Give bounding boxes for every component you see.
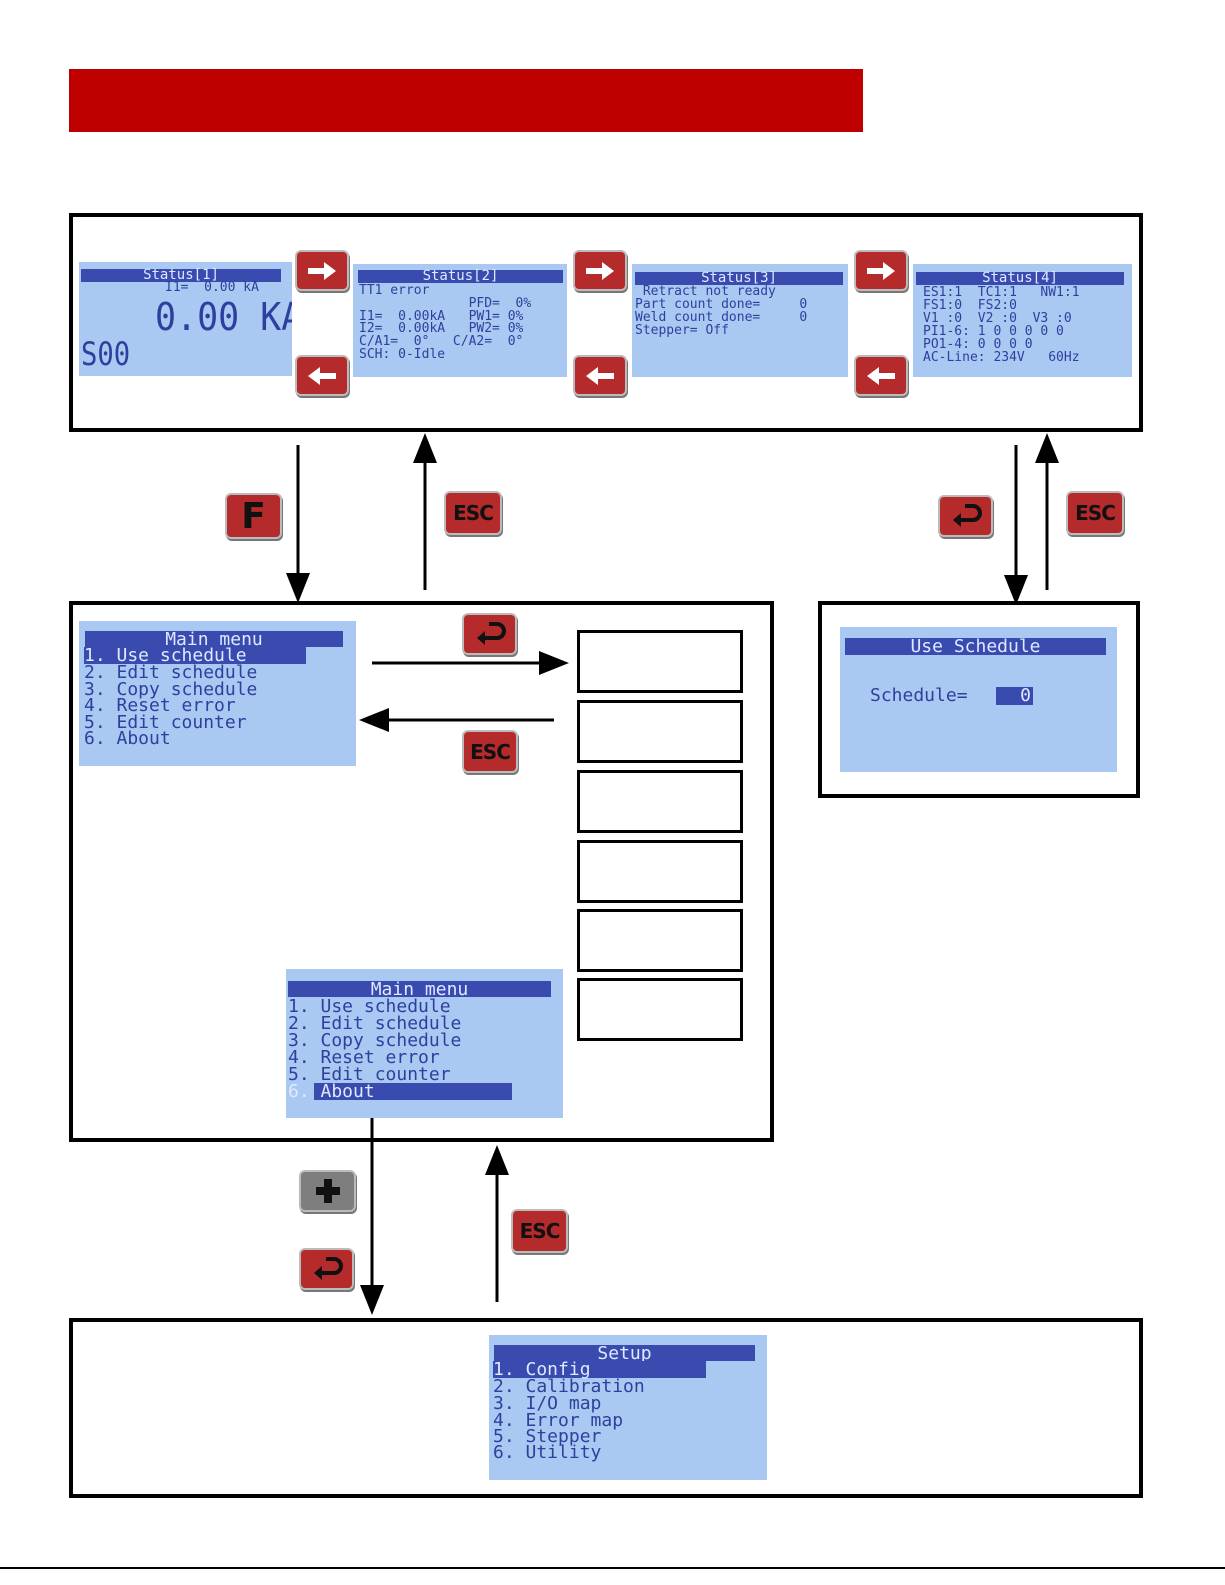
submenu-slot-1 (577, 630, 743, 693)
esc-key-label: ESC (453, 501, 494, 525)
status1-screen: Status[1] I1= 0.00 kA 0.00 KA S00 (79, 262, 292, 376)
status1-current-line: I1= 0.00 kA (165, 280, 259, 295)
status4-title: Status[4] (916, 271, 1124, 285)
enter-key[interactable] (940, 497, 991, 535)
left-arrow-key[interactable] (575, 357, 625, 394)
use-schedule-title: Use Schedule (845, 638, 1106, 656)
main-menu-item[interactable]: 3. Copy schedule (84, 679, 258, 700)
f-key-label: F (241, 495, 266, 537)
status2-screen: Status[2] TT1 error PFD= 0% I1= 0.00kA P… (353, 264, 567, 377)
esc-key[interactable]: ESC (464, 732, 516, 771)
status2-title: Status[2] (358, 269, 563, 283)
status2-line: C/A1= 0° C/A2= 0° (359, 334, 524, 349)
left-arrow-icon (586, 366, 614, 385)
main-menu-item[interactable]: 1. Use schedule (84, 647, 306, 665)
submenu-slot-2 (577, 700, 743, 763)
esc-key-label: ESC (470, 739, 511, 764)
left-arrow-icon (308, 366, 336, 385)
status4-line: ES1:1 TC1:1 NW1:1 (923, 285, 1080, 300)
submenu-slot-3 (577, 770, 743, 833)
status3-line: Part count done= 0 (635, 297, 808, 312)
main-menu-item[interactable]: 6. About (288, 1081, 375, 1102)
left-arrow-key[interactable] (297, 357, 347, 394)
status4-line: FS1:0 FS2:0 (923, 298, 1017, 313)
main-menu-item[interactable]: 2. Edit schedule (288, 1013, 462, 1034)
main-menu-item[interactable]: 4. Reset error (288, 1047, 440, 1068)
status4-line: PO1-4: 0 0 0 0 (923, 337, 1033, 352)
setup-item[interactable]: 5. Stepper (493, 1426, 602, 1447)
status3-screen: Status[3] Retract not ready Part count d… (632, 264, 848, 377)
right-arrow-key[interactable] (297, 252, 347, 289)
right-arrow-key[interactable] (856, 252, 906, 289)
main-menu-frame (69, 601, 774, 1142)
esc-key[interactable]: ESC (513, 1211, 566, 1251)
use-schedule-screen: Use Schedule Schedule= 0 (840, 627, 1117, 772)
schedule-label: Schedule= (870, 685, 968, 706)
status4-screen: Status[4] ES1:1 TC1:1 NW1:1 FS1:0 FS2:0 … (913, 264, 1132, 377)
main-menu-title: Main menu (288, 981, 551, 999)
main-menu-screen: Main menu 1. Use schedule 2. Edit schedu… (79, 621, 356, 766)
status1-title: Status[1] (81, 268, 281, 282)
setup-item[interactable]: 2. Calibration (493, 1376, 645, 1397)
esc-key[interactable]: ESC (446, 493, 500, 533)
bottom-rule (0, 1567, 1225, 1569)
main-menu-item[interactable]: 3. Copy schedule (288, 1030, 462, 1051)
main-menu-about-screen: Main menu 1. Use schedule 2. Edit schedu… (286, 969, 563, 1118)
status3-line: Stepper= Off (635, 323, 729, 338)
setup-screen: Setup 1. Config 2. Calibration 3. I/O ma… (489, 1335, 767, 1480)
main-menu-item-highlight-bar (314, 1083, 512, 1100)
submenu-slot-6 (577, 978, 743, 1041)
plus-key[interactable] (301, 1172, 354, 1210)
main-menu-item[interactable]: 5. Edit counter (84, 712, 247, 733)
plus-icon (315, 1179, 340, 1203)
f-key[interactable]: F (227, 495, 280, 537)
status-screens-frame (69, 213, 1143, 432)
esc-key[interactable]: ESC (1068, 493, 1122, 533)
right-arrow-icon (867, 261, 895, 280)
status3-line: Weld count done= 0 (635, 310, 808, 325)
enter-icon (476, 622, 506, 645)
status2-line: SCH: 0-Idle (359, 347, 446, 362)
setup-frame (69, 1318, 1143, 1498)
status4-line: V1 :0 V2 :0 V3 :0 (923, 311, 1072, 326)
status2-line: PFD= 0% (359, 296, 532, 311)
use-schedule-frame (818, 601, 1140, 798)
status1-current-value: 0.00 KA (155, 295, 292, 339)
status2-line: I1= 0.00kA PW1= 0% (359, 309, 524, 324)
status4-line: AC-Line: 234V 60Hz (923, 350, 1080, 365)
left-arrow-icon (867, 366, 895, 385)
status4-line: PI1-6: 1 0 0 0 0 0 (923, 324, 1064, 339)
status3-title: Status[3] (635, 271, 843, 285)
main-menu-item[interactable]: 2. Edit schedule (84, 662, 258, 683)
enter-key[interactable] (464, 615, 515, 653)
status3-line: Retract not ready (635, 284, 776, 299)
setup-item[interactable]: 3. I/O map (493, 1393, 602, 1414)
submenu-slot-5 (577, 909, 743, 972)
right-arrow-icon (586, 261, 614, 280)
enter-key[interactable] (301, 1250, 352, 1288)
right-arrow-icon (308, 261, 336, 280)
left-arrow-key[interactable] (856, 357, 906, 394)
setup-item[interactable]: 1. Config (493, 1361, 706, 1379)
status2-line: TT1 error (359, 283, 430, 298)
main-menu-item[interactable]: 5. Edit counter (288, 1064, 451, 1085)
setup-item[interactable]: 6. Utility (493, 1442, 602, 1463)
main-menu-title: Main menu (85, 631, 343, 649)
status1-schedule-code: S00 (81, 335, 131, 373)
status2-line: I2= 0.00kA PW2= 0% (359, 321, 524, 336)
main-menu-item[interactable]: 4. Reset error (84, 695, 236, 716)
enter-icon (313, 1257, 343, 1280)
enter-icon (952, 504, 982, 527)
title-banner (69, 69, 863, 132)
main-menu-item[interactable]: 1. Use schedule (288, 996, 451, 1017)
main-menu-item[interactable]: 6. About (84, 728, 171, 749)
submenu-slot-4 (577, 840, 743, 903)
schedule-value-field[interactable]: 0 (996, 687, 1033, 705)
setup-title: Setup (494, 1345, 755, 1363)
esc-key-label: ESC (519, 1219, 561, 1243)
setup-item[interactable]: 4. Error map (493, 1410, 624, 1431)
right-arrow-key[interactable] (575, 252, 625, 289)
esc-key-label: ESC (1075, 501, 1116, 525)
